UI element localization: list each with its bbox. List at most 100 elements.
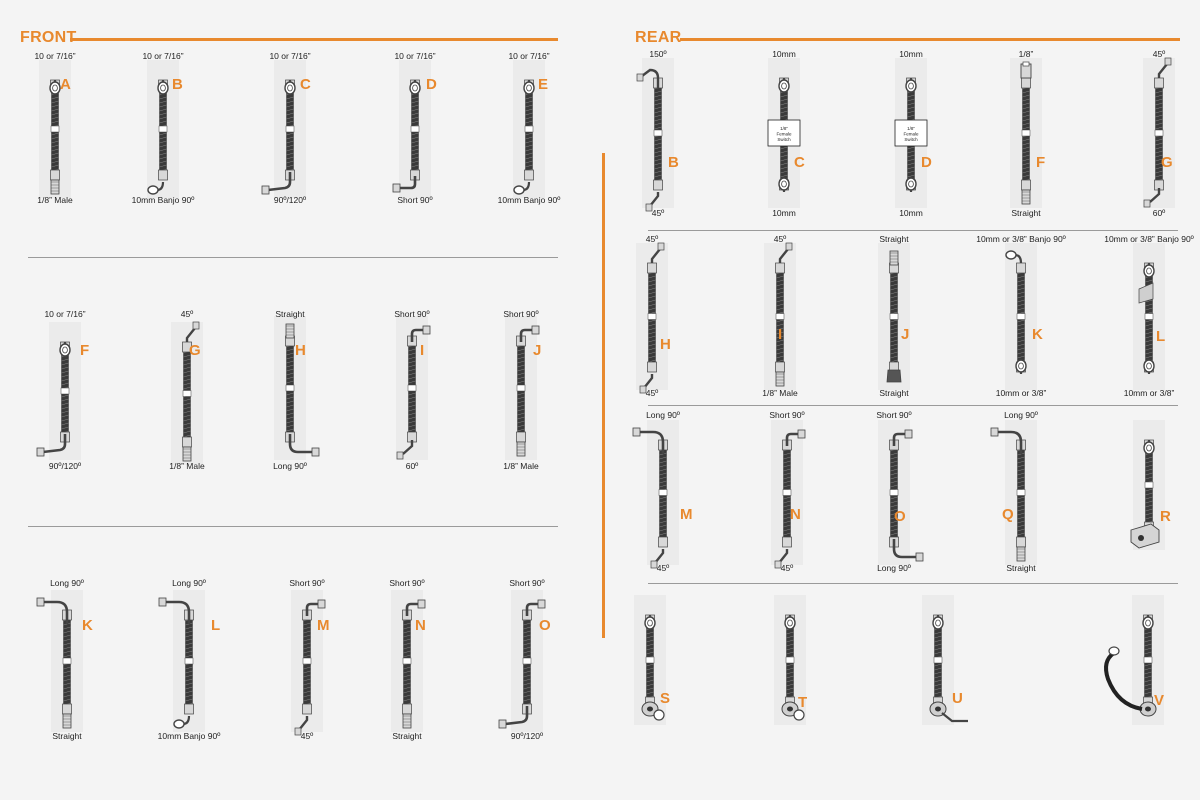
rear-hose-s-letter: S xyxy=(660,690,671,707)
front-row-divider-1 xyxy=(28,257,558,258)
rear-hose-q-top-fitting: Long 90º xyxy=(1004,410,1038,420)
front-hose-o-letter: O xyxy=(539,617,551,634)
rear-hose-m-drawing xyxy=(632,427,668,569)
rear-hose-v-letter: V xyxy=(1154,692,1165,709)
rear-hose-f-top-fitting: 1/8” xyxy=(1018,49,1034,59)
front-hose-l-top-fitting: Long 90º xyxy=(172,578,206,588)
front-hose-k-drawing xyxy=(36,597,72,729)
rear-hose-o-bottom-fitting: Long 90º xyxy=(877,563,911,573)
front-hose-n-letter: N xyxy=(415,617,426,634)
front-hose-h-letter: H xyxy=(295,342,306,359)
rear-hose-g-top-fitting: 45º xyxy=(1152,49,1166,59)
front-hose-c-bottom-fitting: 90º/120º xyxy=(273,195,307,205)
rear-hose-v-drawing xyxy=(1104,614,1157,717)
front-hose-m-drawing xyxy=(294,599,326,736)
front-hose-i-bottom-fitting: 60º xyxy=(405,461,419,471)
rear-hose-b-bottom-fitting: 45º xyxy=(651,208,665,218)
rear-hose-k-letter: K xyxy=(1032,326,1043,343)
front-hose-g-letter: G xyxy=(189,342,201,359)
front-hose-e-bottom-fitting: 10mm Banjo 90º xyxy=(497,195,561,205)
rear-hose-l-letter: L xyxy=(1156,328,1166,345)
front-hose-a-letter: A xyxy=(60,76,71,93)
rear-hose-m-top-fitting: Long 90º xyxy=(646,410,680,420)
front-hose-a-drawing xyxy=(49,79,61,195)
front-hose-g-drawing xyxy=(182,321,200,462)
front-hose-i-letter: I xyxy=(420,342,425,359)
rear-hose-n-drawing xyxy=(774,429,806,569)
rear-hose-c-bottom-fitting: 10mm xyxy=(772,208,796,218)
rear-hose-r-drawing xyxy=(1130,439,1160,549)
rear-hose-h-drawing xyxy=(639,242,665,394)
rear-hose-q-letter: Q xyxy=(1002,506,1014,523)
rear-title-rule xyxy=(680,38,1180,41)
rear-hose-i-bottom-fitting: 1/8” Male xyxy=(762,388,798,398)
front-hose-d-drawing xyxy=(392,79,421,193)
rear-hose-b-drawing xyxy=(636,68,663,212)
rear-hose-o-drawing xyxy=(889,429,924,562)
rear-title: REAR xyxy=(635,29,682,46)
front-hose-n-bottom-fitting: Straight xyxy=(392,731,422,741)
rear-hose-b-letter: B xyxy=(668,154,679,171)
rear-hose-n-top-fitting: Short 90º xyxy=(769,410,805,420)
rear-hose-s-drawing xyxy=(641,614,665,721)
front-hose-n-top-fitting: Short 90º xyxy=(389,578,425,588)
front-hose-g-top-fitting: 45º xyxy=(180,309,194,319)
front-hose-j-letter: J xyxy=(533,342,542,359)
rear-hose-o-top-fitting: Short 90º xyxy=(876,410,912,420)
rear-hose-r-letter: R xyxy=(1160,508,1171,525)
rear-hose-n-bottom-fitting: 45º xyxy=(780,563,794,573)
front-hose-b-letter: B xyxy=(172,76,183,93)
rear-hose-j-top-fitting: Straight xyxy=(879,234,909,244)
rear-hose-k-bottom-fitting: 10mm or 3/8” xyxy=(995,388,1047,398)
front-hose-m-letter: M xyxy=(317,617,330,634)
front-hose-l-letter: L xyxy=(211,617,221,634)
rear-hose-l-top-fitting: 10mm or 3/8” Banjo 90º xyxy=(1104,234,1194,244)
rear-hose-u-drawing xyxy=(929,614,968,723)
rear-hose-f-bottom-fitting: Straight xyxy=(1011,208,1041,218)
rear-hose-t-drawing xyxy=(781,614,805,721)
front-hose-j-drawing xyxy=(516,325,540,457)
female-switch-box xyxy=(894,119,928,147)
rear-hose-h-letter: H xyxy=(660,336,671,353)
rear-hose-q-drawing xyxy=(990,427,1026,562)
female-switch-box xyxy=(767,119,801,147)
rear-hose-u-letter: U xyxy=(952,690,963,707)
front-hose-h-drawing xyxy=(285,323,320,457)
front-hose-o-top-fitting: Short 90º xyxy=(509,578,545,588)
front-hose-f-bottom-fitting: 90º/120º xyxy=(48,461,82,471)
front-title: FRONT xyxy=(20,29,77,46)
front-hose-b-top-fitting: 10 or 7/16” xyxy=(142,51,184,61)
rear-row-divider-1 xyxy=(648,230,1178,231)
front-hose-e-letter: E xyxy=(538,76,549,93)
rear-hose-o-letter: O xyxy=(894,508,906,525)
front-hose-n-drawing xyxy=(402,599,426,729)
front-hose-k-bottom-fitting: Straight xyxy=(52,731,82,741)
rear-hose-j-letter: J xyxy=(901,326,910,343)
rear-hose-l-bottom-fitting: 10mm or 3/8” xyxy=(1123,388,1175,398)
rear-hose-k-drawing xyxy=(1005,250,1027,374)
front-hose-a-bottom-fitting: 1/8” Male xyxy=(37,195,73,205)
front-hose-m-bottom-fitting: 45º xyxy=(300,731,314,741)
front-hose-i-drawing xyxy=(396,325,431,460)
front-hose-o-drawing xyxy=(498,599,546,729)
rear-hose-f-letter: F xyxy=(1036,154,1046,171)
front-hose-f-top-fitting: 10 or 7/16” xyxy=(44,309,86,319)
rear-hose-h-bottom-fitting: 45º xyxy=(645,388,659,398)
front-hose-m-top-fitting: Short 90º xyxy=(289,578,325,588)
rear-hose-t-letter: T xyxy=(798,694,808,711)
rear-row-divider-2 xyxy=(648,405,1178,406)
rear-hose-c-letter: C xyxy=(794,154,805,171)
front-hose-l-drawing xyxy=(158,597,194,729)
rear-hose-d-letter: D xyxy=(921,154,932,171)
front-hose-c-letter: C xyxy=(300,76,311,93)
front-hose-c-top-fitting: 10 or 7/16” xyxy=(269,51,311,61)
front-row-divider-2 xyxy=(28,526,558,527)
front-hose-j-bottom-fitting: 1/8” Male xyxy=(503,461,539,471)
rear-hose-q-bottom-fitting: Straight xyxy=(1006,563,1036,573)
front-hose-o-bottom-fitting: 90º/120º xyxy=(510,731,544,741)
front-hose-l-bottom-fitting: 10mm Banjo 90º xyxy=(157,731,221,741)
front-hose-d-letter: D xyxy=(426,76,437,93)
front-hose-e-drawing xyxy=(513,79,535,195)
